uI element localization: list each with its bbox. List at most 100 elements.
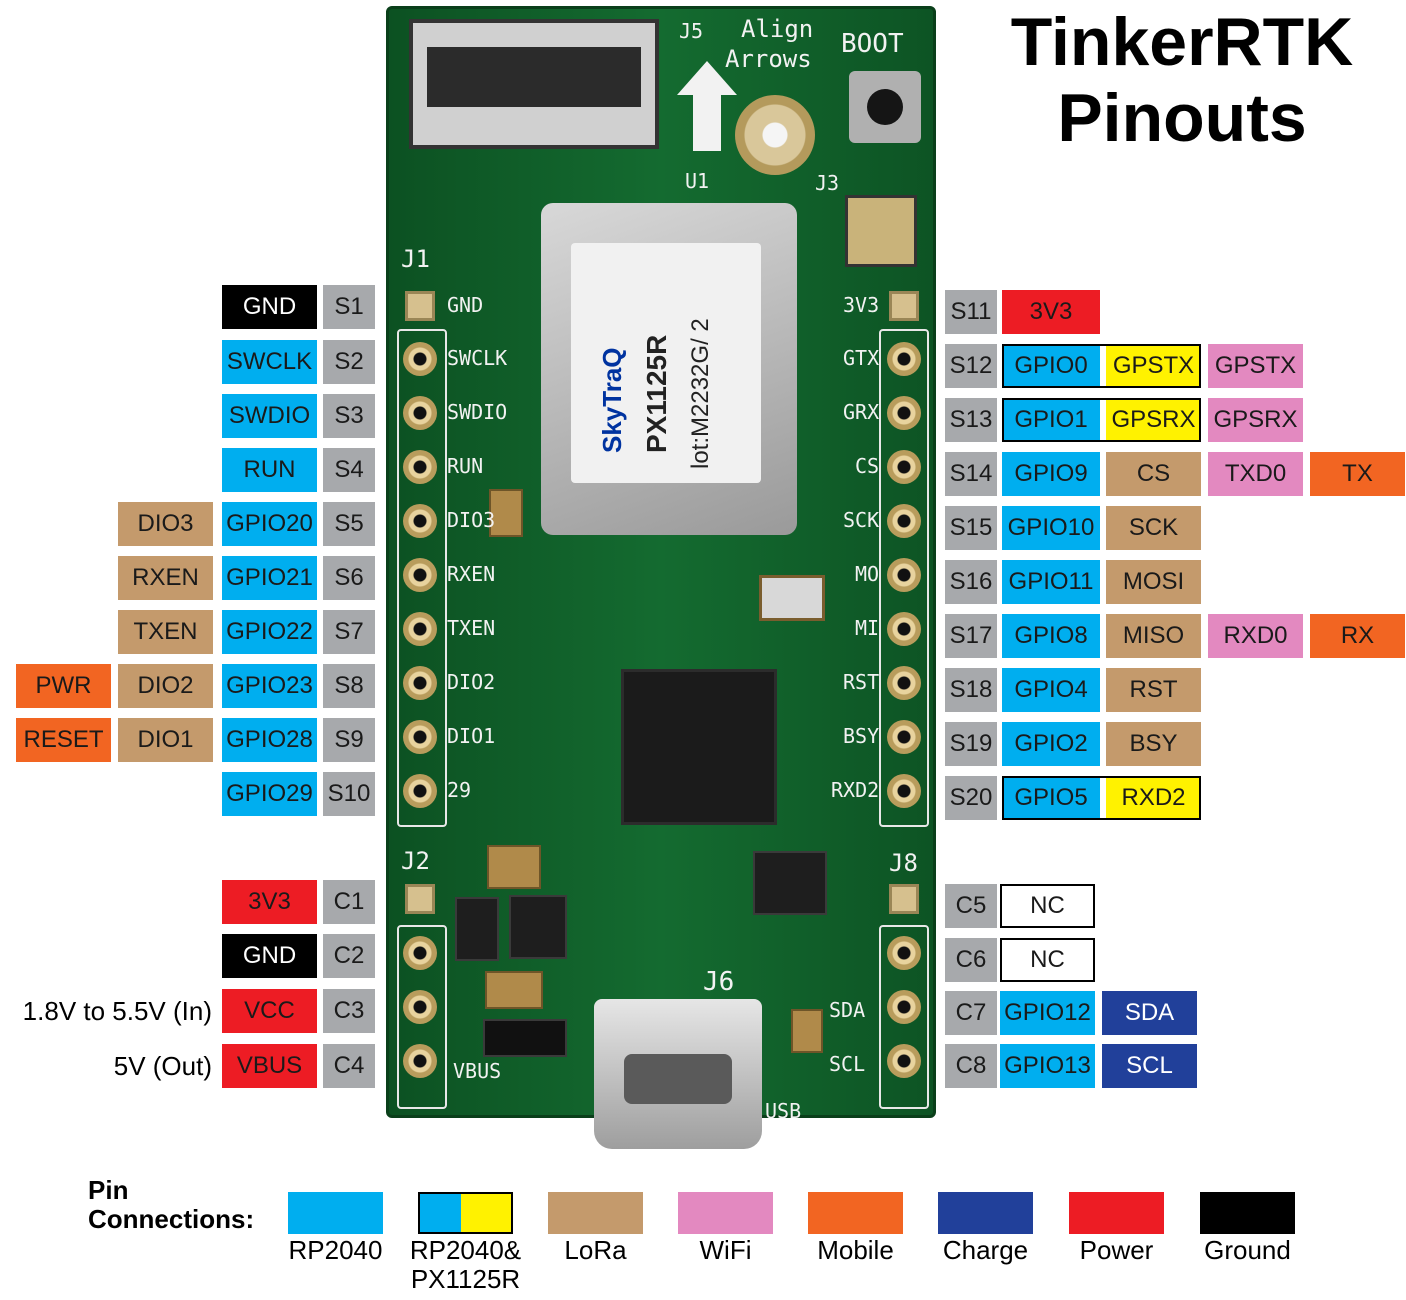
- gnss-module: SkyTraQ PX1125R lot:M2232G/ 2: [541, 203, 797, 535]
- diode-d1: [483, 1019, 567, 1057]
- pin-label-s18-lora: RST: [1106, 668, 1201, 712]
- pin-id-s14: S14: [945, 452, 997, 496]
- pin-label-s8-mobile: PWR: [16, 664, 111, 708]
- legend-swatch-0: [288, 1192, 383, 1234]
- pin-label-s12-rp2040: GPIO0: [1002, 344, 1100, 388]
- pin-note-c4: 5V (Out): [113, 1051, 212, 1081]
- pin-label-s13-rp2040: GPIO1: [1002, 398, 1100, 442]
- silk-right-9: RXD2: [831, 778, 880, 802]
- boot-button[interactable]: [849, 71, 921, 143]
- silk-left-3: RUN: [447, 454, 484, 478]
- boot-button-cap: [867, 89, 903, 125]
- pin-id-s16: S16: [945, 560, 997, 604]
- silk-left-5: RXEN: [447, 562, 496, 586]
- pin-label-c8-charge: SCL: [1102, 1044, 1197, 1088]
- pin-label-s2-rp2040: SWCLK: [222, 340, 317, 384]
- align-arrow-icon: [677, 61, 737, 95]
- pin-id-s6: S6: [323, 556, 375, 600]
- silk-j3: J3: [815, 171, 840, 195]
- pin-label-s19-rp2040: GPIO2: [1002, 722, 1100, 766]
- legend-label-6: Power: [1049, 1236, 1184, 1265]
- silk-boot: BOOT: [841, 29, 904, 59]
- pin-label-s7-lora: TXEN: [118, 610, 213, 654]
- pin-id-c3: C3: [323, 989, 375, 1033]
- header-pad-s9: [403, 720, 437, 754]
- header-pad-s14: [887, 450, 921, 484]
- legend-swatch-5: [938, 1192, 1033, 1234]
- capacitor-c1: [489, 489, 523, 537]
- fpc-slot: [427, 47, 641, 107]
- dual-function-outline: [1002, 776, 1201, 820]
- pin-id-s2: S2: [323, 340, 375, 384]
- pin-label-s3-rp2040: SWDIO: [222, 394, 317, 438]
- legend-swatch-1: [418, 1192, 513, 1234]
- ic1-chip: [753, 851, 827, 915]
- pin-label-s13-gps: GPSRX: [1106, 398, 1201, 442]
- silk-u1: U1: [685, 169, 710, 193]
- rp2040-chip: [621, 669, 777, 825]
- pin-label-c6-nc: NC: [1000, 938, 1095, 982]
- silk-right-7: RST: [843, 670, 880, 694]
- header-pad-s8: [403, 666, 437, 700]
- module-brand: SkyTraQ: [597, 347, 627, 453]
- silk-vbus: VBUS: [453, 1059, 502, 1083]
- header-pad-c4: [403, 1044, 437, 1078]
- silk-left-6: TXEN: [447, 616, 496, 640]
- pin-label-s9-rp2040: GPIO28: [222, 718, 317, 762]
- header-pad-s2: [403, 342, 437, 376]
- pin-id-c4: C4: [323, 1044, 375, 1088]
- pin-id-s19: S19: [945, 722, 997, 766]
- usb-port[interactable]: [594, 999, 762, 1149]
- header-pad-s20: [887, 774, 921, 808]
- pin-label-s9-lora: DIO1: [118, 718, 213, 762]
- legend-label-text: Power: [1079, 1235, 1154, 1265]
- pin-id-s17: S17: [945, 614, 997, 658]
- pin-id-s11: S11: [945, 290, 997, 334]
- legend-label-5: Charge: [918, 1236, 1053, 1265]
- page-title: TinkerRTK Pinouts: [958, 4, 1406, 156]
- gnss-module-label: SkyTraQ PX1125R lot:M2232G/ 2: [571, 243, 761, 483]
- legend-label-text-2: PX1125R: [410, 1264, 521, 1294]
- pin-id-c2: C2: [323, 934, 375, 978]
- header-pad-s6: [403, 558, 437, 592]
- silk-left-7: DIO2: [447, 670, 496, 694]
- dual-function-outline: [1002, 398, 1201, 442]
- pin-label-s14-mobile: TX: [1310, 452, 1405, 496]
- pin-id-s1: S1: [323, 285, 375, 329]
- header-pad-s7: [403, 612, 437, 646]
- pin-id-s7: S7: [323, 610, 375, 654]
- legend-label-7: Ground: [1180, 1236, 1315, 1265]
- silk-left-1: SWCLK: [447, 346, 508, 370]
- pin-id-c1: C1: [323, 880, 375, 924]
- silk-left-0: GND: [447, 293, 484, 317]
- pin-label-c2-ground: GND: [222, 934, 317, 978]
- pin-label-c1-power: 3V3: [222, 880, 317, 924]
- silk-right-6: MI: [855, 616, 880, 640]
- pin-label-s15-rp2040: GPIO10: [1002, 506, 1100, 550]
- pin-id-s13: S13: [945, 398, 997, 442]
- pin-label-s13-wifi: GPSRX: [1208, 398, 1303, 442]
- silk-j6: J6: [703, 967, 735, 997]
- silk-right-8: BSY: [843, 724, 880, 748]
- pin-label-s19-lora: BSY: [1106, 722, 1201, 766]
- legend-label-text: WiFi: [699, 1235, 752, 1265]
- pin-label-c7-rp2040: GPIO12: [1000, 991, 1095, 1035]
- pin-id-s12: S12: [945, 344, 997, 388]
- pin-label-s6-lora: RXEN: [118, 556, 213, 600]
- silk-left-4: DIO3: [447, 508, 496, 532]
- pin-id-s9: S9: [323, 718, 375, 762]
- pin-label-s14-wifi: TXD0: [1208, 452, 1303, 496]
- pin-label-s16-rp2040: GPIO11: [1002, 560, 1100, 604]
- legend-swatch-6: [1069, 1192, 1164, 1234]
- header-pad-s4: [403, 450, 437, 484]
- silk-right-5: MO: [855, 562, 880, 586]
- pin-label-s17-mobile: RX: [1310, 614, 1405, 658]
- pin-label-s17-wifi: RXD0: [1208, 614, 1303, 658]
- module-lot: lot:M2232G/ 2: [687, 318, 714, 469]
- pin-label-c5-nc: NC: [1000, 884, 1095, 928]
- silk-j2: J2: [401, 847, 430, 875]
- align-arrow-shaft: [693, 93, 721, 151]
- pin-label-s16-lora: MOSI: [1106, 560, 1201, 604]
- pin-label-s7-rp2040: GPIO22: [222, 610, 317, 654]
- capacitor-c15: [485, 971, 543, 1009]
